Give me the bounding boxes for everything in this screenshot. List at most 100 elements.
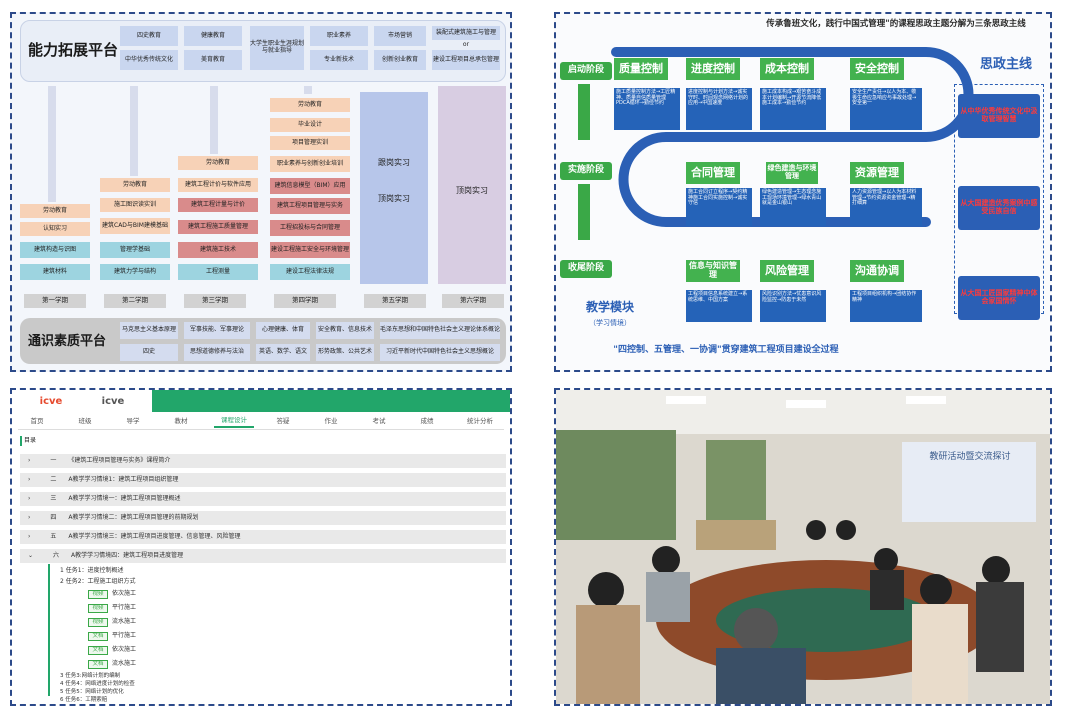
course-cell: 建筑工程施工质量管理: [178, 220, 258, 234]
chapter-text: 《建筑工程项目管理与实务》课程简介: [68, 456, 171, 464]
tab-course-design[interactable]: 课程设计: [214, 416, 254, 428]
course-cell: 建筑工程计量与计价: [178, 198, 258, 212]
module-title: 信息与知识管理: [686, 260, 740, 282]
chevron-right-icon: ›: [28, 494, 31, 502]
task-item[interactable]: 6 任务6：工期索赔: [60, 696, 108, 703]
chevron-right-icon: ›: [28, 456, 31, 464]
module-title: 安全控制: [850, 58, 904, 80]
chapter-row-expanded[interactable]: ⌄ 六 A教学学习情境四：建筑工程项目进度管理: [20, 549, 506, 563]
general-cell: 毛泽东思想和中国特色社会主义理论体系概论: [380, 322, 500, 339]
semester-label: 第一学期: [24, 294, 86, 308]
top-cell: 大学生职业生涯规划与就业指导: [250, 26, 304, 70]
course-cell: 劳动教育: [20, 204, 90, 218]
chapter-row[interactable]: › 一 《建筑工程项目管理与实务》课程简介: [20, 454, 506, 468]
resource-link[interactable]: 流水施工: [112, 618, 137, 626]
task-item[interactable]: 1 任务1：进度控制概述: [60, 566, 124, 574]
chapter-num: 六: [53, 551, 60, 559]
task-item[interactable]: 2 任务2：工程施工组织方式: [60, 577, 136, 585]
tree-line: [48, 564, 50, 696]
semester-label: 第五学期: [364, 294, 426, 308]
internship-label: 顶岗实习: [456, 185, 488, 195]
course-cell: 毕业设计: [270, 118, 350, 132]
module-body: 进度控制与计划方法→诚实守时、时间观念网络计划的应用→中国速度: [686, 88, 752, 130]
semester-label: 第二学期: [104, 294, 166, 308]
chapter-num: 三: [50, 494, 57, 502]
up-arrow: [304, 86, 312, 94]
internship-column: [360, 92, 428, 284]
meeting-photo: [556, 390, 1050, 704]
phase-implement: 实施阶段: [560, 162, 612, 180]
top-cell: 建设工程项目总承包管理: [432, 50, 500, 70]
tab-homework[interactable]: 作业: [324, 417, 338, 426]
top-cell: 市场营销: [374, 26, 426, 46]
internship-column: [438, 86, 506, 284]
ideology-line: 从大国工匠国家精神中体会家国情怀: [958, 276, 1040, 320]
chapter-num: 五: [50, 532, 57, 540]
tab-qa[interactable]: 答疑: [276, 417, 290, 426]
top-cell: 美育教育: [184, 50, 242, 70]
toc-label: 目录: [24, 436, 37, 444]
course-cell: 职业素养与创新创业培训: [270, 156, 350, 172]
chevron-right-icon: ›: [28, 532, 31, 540]
task-item[interactable]: 4 任务4：网络进度计划的检查: [60, 680, 135, 687]
course-cell: 施工图识读实训: [100, 198, 170, 212]
general-cell: 军事技能、军事理论: [184, 322, 250, 339]
resource-link[interactable]: 依次施工: [112, 590, 137, 598]
resource-link[interactable]: 平行施工: [112, 604, 137, 612]
screen-text: 教研活动暨交流探讨: [929, 452, 1011, 463]
chapter-text: A教学学习情境一：建筑工程项目管理概述: [68, 494, 181, 502]
course-cell: 认知实习: [20, 222, 90, 236]
course-cell: 管理学基础: [100, 242, 170, 258]
course-cell: 建设工程施工安全与环境管理: [270, 242, 350, 258]
phase-start: 启动阶段: [560, 62, 612, 80]
resource-link[interactable]: 依次施工: [112, 646, 137, 654]
up-arrow: [130, 86, 138, 176]
toc-marker: [20, 436, 22, 446]
internship-label: 顶岗实习: [378, 193, 410, 203]
general-cell: 心理健康、体育: [256, 322, 310, 339]
course-cell: 建筑工程项目管理与实务: [270, 198, 350, 214]
chapter-row[interactable]: › 五 A教学学习情境三：建筑工程项目进度管理、信息管理、风险管理: [20, 530, 506, 544]
tab-exam[interactable]: 考试: [372, 417, 386, 426]
top-cell: 四史教育: [120, 26, 178, 46]
chapter-row[interactable]: › 二 A教学学习情境1：建筑工程项目组织管理: [20, 473, 506, 487]
resource-link[interactable]: 流水施工: [112, 660, 137, 668]
task-item[interactable]: 5 任务5：网络计划的优化: [60, 688, 124, 695]
top-cell: 专业新技术: [310, 50, 368, 70]
module-title: 沟通协调: [850, 260, 904, 282]
up-arrow: [48, 86, 56, 202]
chapter-row[interactable]: › 三 A教学学习情境一：建筑工程项目管理概述: [20, 492, 506, 506]
tab-statistics[interactable]: 统计分析: [467, 417, 493, 426]
general-platform-title: 通识素质平台: [28, 333, 107, 349]
module-body: 人力资源管理→以人为本材料管理→节约资源资金管理→精打细算: [850, 188, 922, 226]
tab-grades[interactable]: 成绩: [420, 417, 434, 426]
course-cell: 建筑信息模型（BIM）应用: [270, 178, 350, 194]
down-arrow: [578, 184, 590, 240]
ideology-title: 思政主线: [979, 56, 1032, 72]
module-body: 绿色建造管理→生态理念施工现场环境管理→绿水青山就是金山银山: [760, 188, 826, 226]
tab-class[interactable]: 班级: [78, 417, 92, 426]
resource-badge: 视频: [88, 590, 108, 599]
module-title: 风险管理: [760, 260, 814, 282]
general-cell: 马克思主义基本原理: [120, 322, 178, 339]
module-body: 工程项目信息系统建立→系统思维、中国方案: [686, 290, 752, 322]
general-cell: 形势政策、公共艺术: [316, 344, 374, 361]
tab-textbook[interactable]: 教材: [174, 417, 188, 426]
module-title: 质量控制: [614, 58, 668, 80]
task-item[interactable]: 3 任务3:网络计划的编制: [60, 672, 121, 679]
icve-logo: icve: [39, 395, 63, 407]
top-cell: 中华优秀传统文化: [120, 50, 178, 70]
module-body: 施工质量控制方法→工匠精神、质量自信质量管理PDCA循环→勤俭节约: [614, 88, 680, 130]
down-arrow: [578, 84, 590, 140]
general-cell: 安全教育、信息技术: [316, 322, 374, 339]
chevron-right-icon: ›: [28, 513, 31, 521]
course-cell: 建筑施工技术: [178, 242, 258, 258]
chevron-right-icon: ›: [28, 475, 31, 483]
tab-guide[interactable]: 导学: [126, 417, 140, 426]
chapter-num: 四: [50, 513, 57, 521]
resource-link[interactable]: 平行施工: [112, 632, 137, 640]
tab-home[interactable]: 首页: [30, 417, 44, 426]
course-cell: 建筑力学与结构: [100, 264, 170, 280]
chapter-row[interactable]: › 四 A教学学习情境二：建筑工程项目管理的前期规划: [20, 511, 506, 525]
chapter-num: 二: [50, 475, 57, 483]
